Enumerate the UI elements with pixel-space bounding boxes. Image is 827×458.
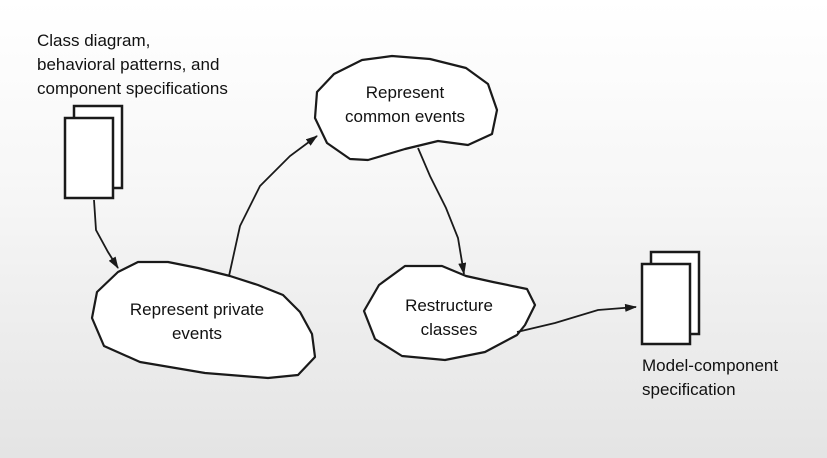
private-events-line-1: Represent private xyxy=(129,300,265,319)
input-label-line-2: behavioral patterns, and xyxy=(37,55,220,74)
common-events-line-1: Represent xyxy=(365,83,445,102)
restructure-label: Restructure classes xyxy=(379,294,519,342)
output-label-line-1: Model-component xyxy=(642,356,779,375)
input-document-icon xyxy=(63,104,124,200)
private-events-blob xyxy=(90,260,317,380)
flow-arrow-common-to-restructure xyxy=(417,147,467,275)
common-events-line-2: common events xyxy=(345,107,465,126)
private-events-line-2: events xyxy=(171,324,223,343)
input-label-line-1: Class diagram, xyxy=(37,31,151,50)
output-label-line-2: specification xyxy=(642,380,736,399)
flow-arrow-private-to-common xyxy=(228,135,318,277)
input-label: Class diagram, behavioral patterns, and … xyxy=(37,29,228,101)
restructure-blob xyxy=(362,264,537,362)
input-label-line-3: component specifications xyxy=(37,79,228,98)
private-events-label: Represent private events xyxy=(107,298,287,346)
flow-arrow-input-to-private xyxy=(93,199,119,269)
restructure-line-1: Restructure xyxy=(405,296,493,315)
common-events-blob xyxy=(313,54,499,162)
flow-arrow-restructure-to-output xyxy=(516,303,637,333)
output-document-icon xyxy=(640,250,701,346)
common-events-label: Represent common events xyxy=(325,81,485,129)
restructure-line-2: classes xyxy=(420,320,478,339)
output-label: Model-component specification xyxy=(642,354,778,402)
